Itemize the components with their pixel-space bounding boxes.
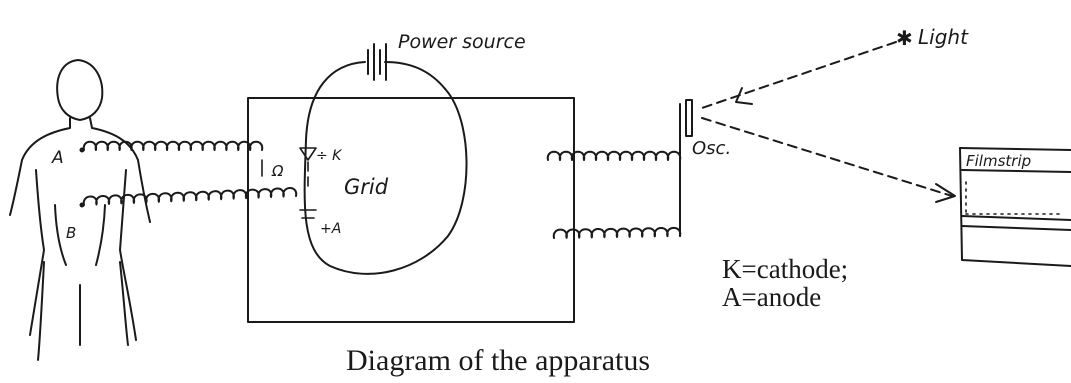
coil-wire-b — [82, 187, 298, 206]
incident-light-beam — [701, 41, 897, 109]
grid-label: Grid — [344, 175, 389, 199]
apparatus-box — [247, 97, 575, 323]
power-loop-wire — [303, 61, 468, 275]
legend-anode: A=anode — [722, 282, 821, 312]
incident-beam-arrowhead — [735, 87, 753, 105]
coil-wire-a — [82, 140, 264, 151]
reflected-beam-arrowhead — [935, 183, 956, 203]
k-mark-label: ÷ K — [316, 148, 343, 164]
osc-label: Osc. — [692, 138, 731, 159]
power-source-label: Power source — [398, 31, 526, 53]
coil-wire-lower-output — [552, 226, 682, 239]
filmstrip-box — [959, 147, 1071, 267]
light-star-icon: ✱ — [896, 26, 913, 50]
omega-label: Ω — [271, 162, 284, 180]
point-a-label: A — [51, 148, 64, 168]
legend-cathode: K=cathode; — [722, 254, 848, 284]
point-b-label: B — [66, 224, 76, 242]
diagram-caption: Diagram of the apparatus — [346, 344, 650, 377]
coil-wire-upper-output — [546, 150, 682, 161]
tube-symbols — [261, 147, 317, 219]
battery-symbol — [367, 43, 387, 81]
oscillograph-mirror — [685, 99, 693, 137]
filmstrip-label: Filmstrip — [966, 152, 1031, 170]
anode-mark-label: +A — [320, 221, 341, 237]
light-label: Light — [918, 25, 969, 49]
human-figure — [9, 59, 151, 361]
reflected-light-beam — [701, 117, 953, 197]
